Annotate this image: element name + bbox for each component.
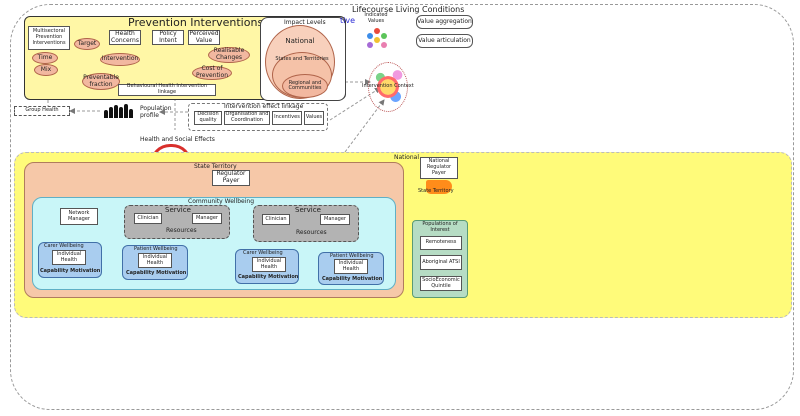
impact-levels-title: Impact Levels [284, 19, 326, 26]
capability-4: Capability Motivation [322, 276, 383, 282]
clinician-box-1: Clinician [134, 213, 162, 224]
state-territory-small-label: State Territory [418, 188, 454, 194]
indicated-values-label: Indicated Values [364, 12, 388, 24]
resources-label-2: Resources [296, 229, 327, 236]
perceived-value-box: Perceived Value [188, 29, 220, 45]
individual-health-2: Individual Health [138, 253, 172, 268]
values-icon [364, 28, 390, 52]
manager-box-2: Manager [320, 214, 350, 225]
group-health-box: Group Health [14, 106, 70, 116]
resources-label-1: Resources [166, 227, 197, 234]
patient-title-2: Patient Wellbeing [330, 253, 374, 259]
mix-ellipse: Mix [34, 64, 58, 76]
manager-box-1: Manager [192, 213, 222, 224]
network-graph-icon [368, 62, 408, 112]
population-item-socioeconomic: SocioEconomic Quintile [420, 276, 462, 291]
incentives-box: Incentives [272, 111, 302, 125]
service-label-2: Service [295, 206, 321, 214]
individual-health-3: Individual Health [252, 257, 286, 272]
lifecourse-title: Lifecourse Living Conditions [352, 5, 465, 14]
national-region-label: National [394, 154, 420, 161]
population-profile-label: Population profile [140, 105, 172, 120]
national-label: National [285, 37, 315, 45]
state-regulator-box: Regulator Payer [212, 170, 250, 186]
preventable-fraction-ellipse: Preventable fraction [82, 73, 120, 90]
fragment-text: tive [340, 16, 356, 25]
clinician-box-2: Clinician [262, 214, 290, 225]
populations-title: Populations of Interest [422, 221, 458, 233]
cost-of-prevention-ellipse: Cost of Prevention [192, 66, 232, 80]
capability-3: Capability Motivation [238, 274, 299, 280]
link-national-context [344, 99, 385, 153]
organisation-box: Organisation and Coordination [224, 111, 270, 125]
state-map-icon [426, 180, 452, 194]
value-articulation-box: Value articulation [416, 34, 473, 48]
service-label-1: Service [165, 206, 191, 214]
patient-card-2 [318, 252, 384, 285]
values-box: Values [304, 111, 324, 125]
capability-2: Capability Motivation [126, 270, 187, 276]
patient-title-1: Patient Wellbeing [134, 246, 178, 252]
prevention-title: Prevention Interventions [128, 16, 264, 29]
multisectoral-box: Multisectoral Prevention Interventions [28, 26, 70, 50]
population-item-aboriginal: Aboriginal ATSI [420, 255, 462, 270]
carer-title-2: Carer Wellbeing [243, 250, 283, 256]
regional-ellipse: Regional and Communities [282, 74, 328, 98]
intervention-ellipse: Intervention [100, 53, 140, 66]
target-ellipse: Target [74, 38, 100, 50]
realisable-changes-ellipse: Realisable Changes [208, 47, 250, 63]
carer-title-1: Carer Wellbeing [44, 243, 84, 249]
service-card-1 [124, 205, 230, 239]
population-people-icon [104, 104, 136, 118]
intervention-context-label: Intervention Context [362, 83, 414, 89]
decision-quality-box: Decision quality [194, 111, 222, 125]
state-territory-title: State Territory [194, 163, 237, 170]
health-concerns-box: Health Concerns [109, 30, 141, 45]
effect-linkage-title: Intervention effect linkage [224, 103, 304, 110]
lifecourse-frame [10, 4, 794, 410]
policy-intent-box: Policy Intent [152, 30, 184, 45]
states-label: States and Territories [275, 56, 329, 62]
community-title: Community Wellbeing [188, 198, 255, 205]
value-aggregation-box: Value aggregation [416, 15, 473, 29]
capability-1: Capability Motivation [40, 268, 101, 274]
population-item-remoteness: Remoteness [420, 236, 462, 250]
network-manager-box: Network Manager [60, 208, 98, 225]
behavioural-linkage-box: Behavioural Health Intervention linkage [118, 83, 216, 96]
health-social-effects-label: Health and Social Effects [140, 136, 215, 143]
individual-health-1: Individual Health [52, 250, 86, 265]
time-ellipse: Time [32, 52, 58, 64]
individual-health-4: Individual Health [334, 259, 368, 274]
national-regulator-box: National Regulator Payer [420, 157, 458, 179]
